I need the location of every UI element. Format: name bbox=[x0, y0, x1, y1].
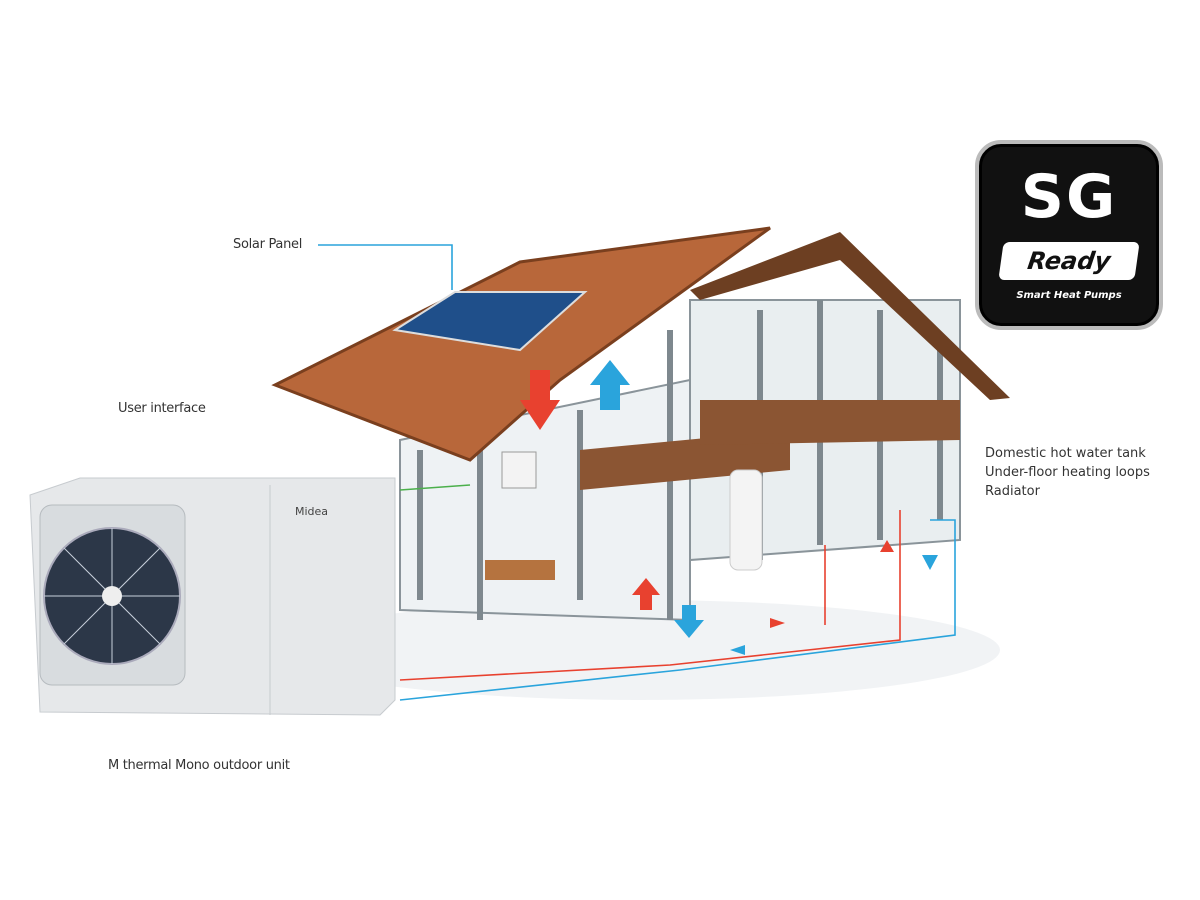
outdoor-unit: Midea bbox=[29, 477, 396, 716]
sofa bbox=[485, 560, 555, 580]
label-hot-water-tank: Domestic hot water tank bbox=[985, 446, 1146, 461]
cold-arrow-down-icon bbox=[922, 555, 938, 570]
label-radiator: Radiator bbox=[985, 484, 1040, 499]
hot-arrow-down-icon bbox=[520, 370, 560, 430]
label-solar-panel: Solar Panel bbox=[233, 237, 303, 252]
hot-arrow-right-icon bbox=[770, 618, 785, 628]
brand-logo: Midea bbox=[295, 505, 328, 518]
label-underfloor-heating: Under-floor heating loops bbox=[985, 465, 1150, 480]
cold-arrow-left-icon bbox=[730, 645, 745, 655]
cold-arrow-down-icon bbox=[674, 605, 704, 638]
badge-ready: Ready bbox=[998, 242, 1140, 280]
hot-arrow-up-icon bbox=[880, 540, 894, 552]
user-interface-panel bbox=[501, 451, 537, 489]
badge-sg: SG bbox=[1020, 162, 1118, 232]
hot-arrow-up-icon bbox=[632, 578, 660, 610]
label-user-interface: User interface bbox=[118, 401, 206, 416]
solar-panel bbox=[392, 291, 588, 352]
hot-water-tank bbox=[729, 469, 763, 571]
flow-arrows bbox=[520, 360, 938, 655]
badge-subtitle: Smart Heat Pumps bbox=[1016, 290, 1122, 301]
sg-ready-badge: SG Ready Smart Heat Pumps bbox=[975, 140, 1163, 330]
floor-shadow bbox=[280, 600, 1000, 700]
label-outdoor-unit: M thermal Mono outdoor unit bbox=[108, 758, 290, 773]
house-structure bbox=[399, 299, 961, 622]
right-labels: Domestic hot water tank Under-floor heat… bbox=[985, 444, 1150, 501]
rear-roof bbox=[690, 232, 1010, 400]
pipes bbox=[318, 244, 956, 701]
cold-arrow-up-icon bbox=[590, 360, 630, 410]
